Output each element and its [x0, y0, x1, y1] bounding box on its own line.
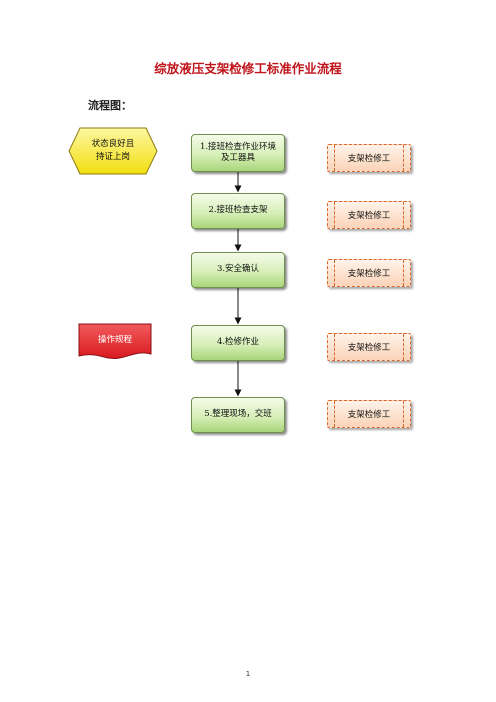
step-1-line1: 1.接班检查作业环境: [199, 141, 277, 152]
step-2-box: 2.接班检查支架: [191, 193, 285, 229]
precondition-label: 状态良好且 持证上岗: [68, 126, 158, 176]
role-box-step-1: 支架检修工: [327, 144, 411, 172]
role-box-step-4: 支架检修工: [327, 333, 411, 361]
step-5-label: 5.整理现场，交班: [204, 409, 272, 420]
precondition-line1: 状态良好且: [91, 139, 135, 150]
step-1-box: 1.接班检查作业环境 及工器具: [191, 134, 285, 172]
step-3-label: 3.安全确认: [216, 264, 260, 275]
step-3-box: 3.安全确认: [191, 252, 285, 288]
page-number: 1: [245, 670, 251, 678]
flowchart-heading: 流程图：: [88, 99, 132, 112]
step-1-line2: 及工器具: [220, 153, 255, 163]
role-box-step-2: 支架检修工: [327, 201, 411, 229]
step-2-label: 2.接班检查支架: [208, 205, 268, 216]
step-4-box: 4.检修作业: [191, 325, 285, 361]
precondition-line2: 持证上岗: [95, 152, 130, 162]
role-box-step-3: 支架检修工: [327, 259, 411, 287]
precondition-hexagon: [68, 127, 158, 175]
role-box-step-5: 支架检修工: [327, 400, 411, 428]
reference-document-label: 操作规程: [97, 335, 132, 345]
reference-document-shape: [78, 323, 152, 359]
step-5-box: 5.整理现场，交班: [191, 397, 285, 433]
document-title: 综放液压支架检修工标准作业流程: [154, 61, 342, 76]
step-4-label: 4.检修作业: [216, 337, 260, 348]
